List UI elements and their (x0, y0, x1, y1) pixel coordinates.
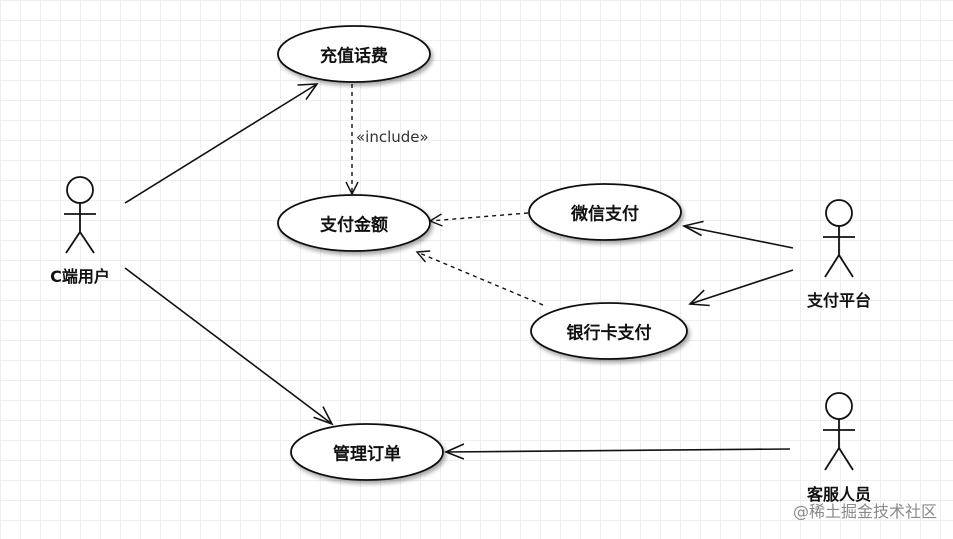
use-case-pay-amount-label: 支付金额 (320, 215, 388, 236)
association-platform-wechat (681, 220, 794, 249)
association-platform-bank (688, 269, 794, 307)
association-service-manage-orders (443, 443, 791, 460)
use-case-recharge-label: 充值话费 (320, 46, 388, 67)
use-case-recharge[interactable] (277, 25, 431, 83)
use-case-wechat-pay-label: 微信支付 (571, 204, 639, 225)
actor-c-user-label: C端用户 (50, 267, 110, 286)
use-case-bank-card-pay[interactable] (530, 302, 688, 360)
actor-pay-platform-label: 支付平台 (806, 291, 872, 310)
association-user-recharge (124, 83, 319, 204)
actor-customer-service-label: 客服人员 (806, 485, 872, 504)
actor-pay-platform[interactable] (823, 199, 855, 278)
watermark-text: @稀土掘金技术社区 (792, 502, 937, 521)
actor-c-user[interactable] (64, 176, 96, 254)
association-user-manage-orders (124, 267, 334, 426)
relation-bank-to-pay (416, 251, 544, 306)
use-case-pay-amount[interactable] (277, 194, 431, 252)
use-case-manage-orders[interactable] (290, 423, 444, 481)
actor-customer-service[interactable] (823, 392, 855, 471)
relation-wechat-to-pay (429, 212, 529, 222)
use-case-manage-orders-label: 管理订单 (333, 444, 401, 465)
include-stereotype-label: «include» (356, 128, 429, 146)
use-case-bank-card-pay-label: 银行卡支付 (566, 323, 652, 344)
use-case-wechat-pay[interactable] (528, 183, 682, 241)
